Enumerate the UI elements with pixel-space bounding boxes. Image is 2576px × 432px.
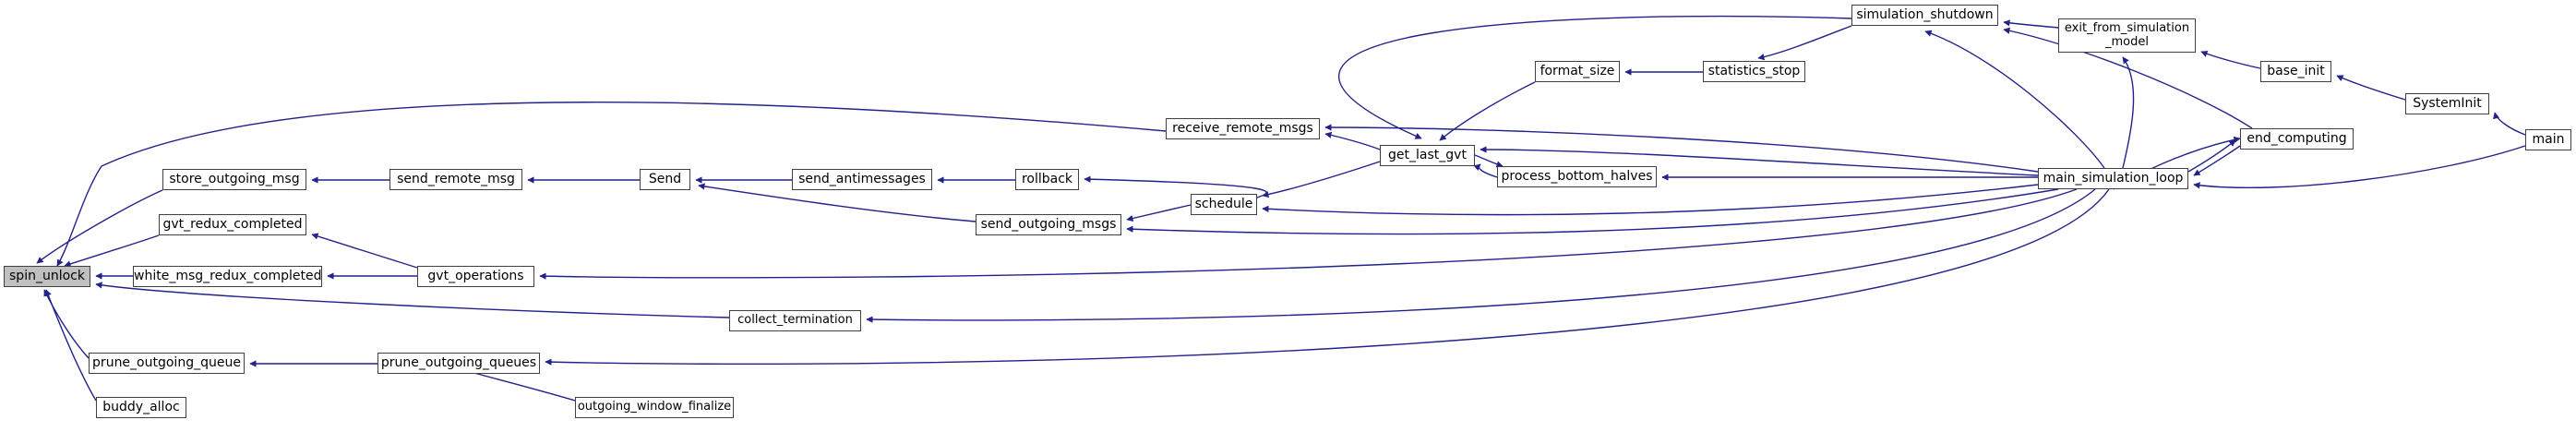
node-white_msg_redux_completed[interactable]: white_msg_redux_completed: [133, 266, 322, 287]
call-edge: [44, 289, 97, 402]
node-main_simulation_loop[interactable]: main_simulation_loop: [2038, 168, 2188, 189]
node-schedule[interactable]: schedule: [1191, 194, 1257, 215]
node-label: send_outgoing_msgs: [980, 216, 1117, 232]
call-edge: [545, 188, 2110, 366]
node-simulation_shutdown[interactable]: simulation_shutdown: [1851, 5, 1998, 26]
node-label: get_last_gvt: [1388, 147, 1467, 162]
call-edge: [1262, 184, 2039, 216]
node-label: send_antimessages: [798, 171, 926, 186]
call-edge: [1474, 154, 1504, 168]
node-spin_unlock[interactable]: spin_unlock: [4, 266, 90, 287]
node-label: base_init: [2267, 63, 2325, 78]
node-label: collect_termination: [737, 313, 853, 328]
node-exit_from_simulation_model[interactable]: exit_from_simulation _model: [2058, 18, 2196, 53]
node-label: statistics_stop: [1707, 63, 1801, 78]
call-edge: [95, 282, 730, 318]
node-buddy_alloc[interactable]: buddy_alloc: [96, 397, 186, 418]
node-label: process_bottom_halves: [1501, 168, 1653, 184]
node-prune_outgoing_queue[interactable]: prune_outgoing_queue: [89, 353, 245, 374]
node-label: main: [2532, 131, 2565, 147]
call-edge: [64, 234, 160, 268]
node-Send[interactable]: Send: [640, 169, 690, 190]
node-send_antimessages[interactable]: send_antimessages: [792, 169, 932, 190]
node-collect_termination[interactable]: collect_termination: [729, 310, 861, 331]
call-edge: [2193, 145, 2241, 176]
node-label: buddy_alloc: [102, 399, 180, 414]
node-send_remote_msg[interactable]: send_remote_msg: [389, 169, 522, 190]
node-format_size[interactable]: format_size: [1535, 61, 1620, 82]
node-gvt_operations[interactable]: gvt_operations: [417, 266, 534, 287]
call-edge: [2187, 139, 2236, 173]
node-label: send_remote_msg: [397, 171, 515, 186]
node-label: main_simulation_loop: [2043, 170, 2184, 186]
call-edge: [1126, 188, 2059, 235]
call-edge: [2336, 75, 2406, 101]
node-process_bottom_halves[interactable]: process_bottom_halves: [1497, 166, 1657, 187]
call-edge: [36, 189, 163, 264]
node-label: store_outgoing_msg: [169, 171, 300, 186]
call-edge: [2200, 51, 2261, 69]
node-label: format_size: [1540, 63, 1615, 78]
call-edge: [2193, 145, 2526, 189]
call-edge: [311, 233, 418, 269]
node-receive_remote_msgs[interactable]: receive_remote_msgs: [1166, 118, 1320, 139]
call-edge: [2493, 112, 2526, 136]
node-main[interactable]: main: [2525, 129, 2571, 150]
node-send_outgoing_msgs[interactable]: send_outgoing_msgs: [976, 214, 1121, 235]
node-gvt_redux_completed[interactable]: gvt_redux_completed: [159, 214, 306, 235]
call-edge: [43, 289, 90, 359]
node-label: end_computing: [2247, 130, 2347, 146]
node-label: outgoing_window_finalize: [577, 400, 732, 414]
node-label: simulation_shutdown: [1856, 6, 1994, 22]
call-edge: [2122, 56, 2135, 169]
call-edge: [539, 188, 2078, 280]
node-label: gvt_redux_completed: [162, 216, 303, 232]
node-label: white_msg_redux_completed: [134, 268, 322, 283]
node-end_computing[interactable]: end_computing: [2240, 128, 2354, 150]
node-label: spin_unlock: [9, 268, 85, 283]
node-SystemInit[interactable]: SystemInit: [2405, 93, 2489, 114]
node-label: exit_from_simulation _model: [2064, 20, 2190, 49]
node-label: SystemInit: [2413, 95, 2482, 111]
node-label: gvt_operations: [427, 268, 524, 283]
node-prune_outgoing_queues[interactable]: prune_outgoing_queues: [377, 353, 540, 374]
node-get_last_gvt[interactable]: get_last_gvt: [1380, 145, 1475, 166]
call-edge: [2003, 19, 2059, 29]
node-store_outgoing_msg[interactable]: store_outgoing_msg: [162, 169, 306, 190]
call-edge: [1439, 81, 1536, 141]
node-label: prune_outgoing_queue: [92, 354, 241, 370]
call-edge: [698, 183, 976, 222]
node-rollback[interactable]: rollback: [1015, 169, 1079, 190]
node-statistics_stop[interactable]: statistics_stop: [1703, 61, 1805, 82]
node-outgoing_window_finalize[interactable]: outgoing_window_finalize: [575, 397, 734, 418]
node-label: receive_remote_msgs: [1172, 120, 1313, 136]
node-label: Send: [648, 171, 682, 186]
call-edge: [1324, 131, 1381, 150]
call-edge: [1262, 161, 1381, 198]
call-edge: [1757, 25, 1852, 61]
node-label: prune_outgoing_queues: [380, 354, 537, 370]
node-label: schedule: [1194, 196, 1253, 211]
call-edge: [1126, 204, 1192, 222]
call-edge: [1473, 163, 1498, 178]
node-base_init[interactable]: base_init: [2260, 61, 2331, 82]
call-edge: [866, 188, 2096, 323]
node-label: rollback: [1021, 171, 1073, 186]
